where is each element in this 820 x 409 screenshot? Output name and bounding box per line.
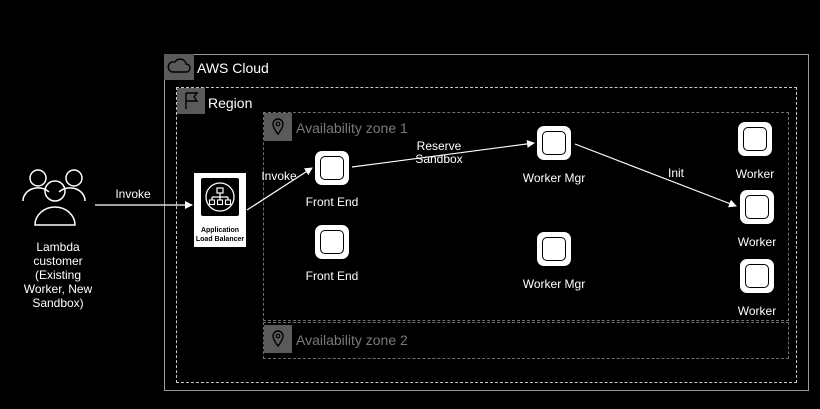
- aws-cloud-group: [164, 54, 809, 391]
- front-end-node-1[interactable]: [315, 151, 349, 185]
- front-end-label-2: Front End: [305, 269, 359, 283]
- region-group: [176, 87, 797, 383]
- edge-label-reserve-sandbox: Reserve Sandbox: [415, 139, 463, 166]
- availability-zone-1-label: Availability zone 1: [296, 120, 408, 136]
- worker-mgr-label-1: Worker Mgr: [522, 171, 586, 185]
- edge-worker-mgr-to-worker: [574, 143, 737, 208]
- front-end-label-1: Front End: [305, 195, 359, 209]
- worker-node-1[interactable]: [738, 122, 772, 156]
- edge-label-init: Init: [667, 166, 684, 180]
- worker-mgr-node-2[interactable]: [537, 232, 571, 266]
- worker-node-2[interactable]: [740, 190, 774, 224]
- worker-mgr-node-1[interactable]: [537, 126, 571, 160]
- edge-alb-to-front-end: [246, 167, 313, 211]
- worker-label-2: Worker: [737, 235, 777, 249]
- worker-node-3[interactable]: [740, 259, 774, 293]
- region-label: Region: [208, 95, 253, 111]
- alb-label: Application Load Balancer: [195, 227, 245, 243]
- flag-icon: [177, 88, 205, 114]
- edge-label-invoke-1: Invoke: [115, 187, 151, 201]
- edge-label-invoke-2: Invoke: [261, 169, 297, 183]
- location-pin-icon: [264, 325, 292, 353]
- load-balancer-icon: [201, 178, 239, 216]
- location-pin-icon: [264, 113, 292, 141]
- availability-zone-1-group: [263, 112, 789, 321]
- edge-front-end-to-worker-mgr: [351, 139, 535, 168]
- worker-mgr-label-2: Worker Mgr: [522, 277, 586, 291]
- availability-zone-2-label: Availability zone 2: [296, 332, 408, 348]
- front-end-node-2[interactable]: [315, 225, 349, 259]
- customer-label: Lambda customer (Existing Worker, New Sa…: [23, 240, 93, 310]
- worker-label-3: Worker: [737, 304, 777, 318]
- worker-label-1: Worker: [735, 167, 775, 181]
- availability-zone-2-group: [263, 322, 789, 359]
- cloud-icon: [164, 54, 194, 80]
- application-load-balancer[interactable]: Application Load Balancer: [194, 173, 246, 247]
- users-icon: [18, 165, 90, 229]
- aws-cloud-label: AWS Cloud: [197, 60, 269, 76]
